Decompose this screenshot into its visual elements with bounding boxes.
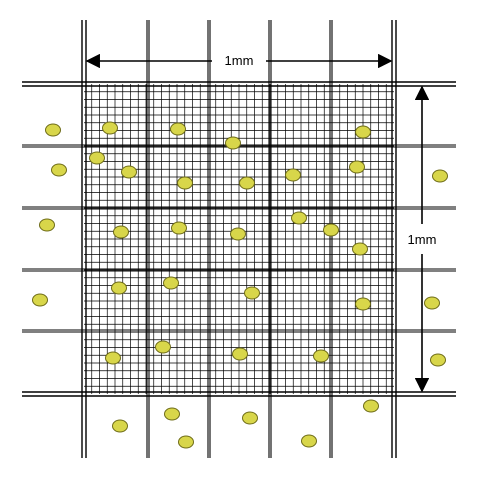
- cell-particle: [170, 122, 186, 136]
- cell-particle: [45, 123, 61, 137]
- cell-particle: [171, 221, 187, 235]
- cell-particle: [105, 351, 121, 365]
- cell-particle: [39, 218, 55, 232]
- cell-particle: [363, 399, 379, 413]
- cell-particles: [32, 121, 448, 449]
- cell-particle: [301, 434, 317, 448]
- width-label: 1mm: [225, 53, 254, 68]
- cell-particle: [239, 176, 255, 190]
- cell-particle: [89, 151, 105, 165]
- width-dimension: 1mm: [85, 52, 393, 69]
- cell-particle: [164, 407, 180, 421]
- cell-particle: [112, 419, 128, 433]
- cell-particle: [111, 281, 127, 295]
- cell-particle: [285, 168, 301, 182]
- height-dimension: 1mm: [406, 85, 440, 393]
- cell-particle: [349, 160, 365, 174]
- cell-particle: [232, 347, 248, 361]
- cell-particle: [430, 353, 446, 367]
- cell-particle: [323, 223, 339, 237]
- cell-particle: [424, 296, 440, 310]
- main-grid-lines: [22, 20, 456, 458]
- cell-particle: [32, 293, 48, 307]
- cell-particle: [355, 125, 371, 139]
- cell-particle: [102, 121, 118, 135]
- cell-particle: [121, 165, 137, 179]
- cell-particle: [291, 211, 307, 225]
- cell-particle: [155, 340, 171, 354]
- cell-particle: [352, 242, 368, 256]
- cell-particle: [244, 286, 260, 300]
- cell-particle: [163, 276, 179, 290]
- cell-particle: [355, 297, 371, 311]
- cell-particle: [177, 176, 193, 190]
- cell-particle: [313, 349, 329, 363]
- height-label: 1mm: [408, 232, 437, 247]
- cell-particle: [178, 435, 194, 449]
- cell-particle: [230, 227, 246, 241]
- cell-particle: [51, 163, 67, 177]
- fine-counting-grid: [84, 84, 394, 394]
- cell-particle: [113, 225, 129, 239]
- cell-particle: [225, 136, 241, 150]
- cell-particle: [432, 169, 448, 183]
- cell-particle: [242, 411, 258, 425]
